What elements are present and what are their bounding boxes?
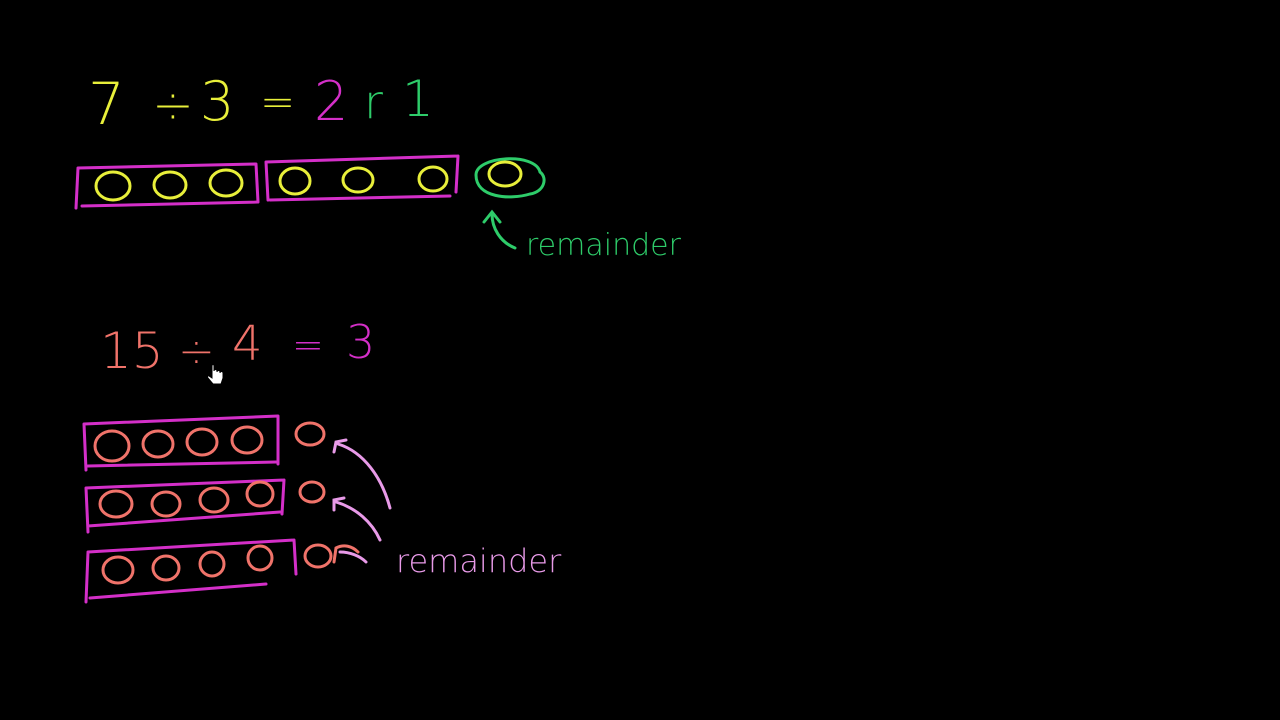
p2-group-3 xyxy=(84,538,298,604)
p1-dividend: 7 xyxy=(88,70,125,138)
p1-remainder-value: 1 xyxy=(402,70,434,128)
p2-arrow-2 xyxy=(334,500,382,542)
hand-pointer-icon xyxy=(207,364,224,385)
p2-leftover-dot-3 xyxy=(303,543,333,569)
p1-group-1-dots xyxy=(94,168,244,202)
p2-arrowhead-1 xyxy=(332,438,348,454)
p1-group-2 xyxy=(264,154,460,202)
p1-r: r xyxy=(364,75,383,129)
p1-equals: = xyxy=(260,77,295,126)
p1-divisor: 3 xyxy=(200,70,234,133)
p2-divisor: 4 xyxy=(232,316,263,372)
equation-7-div-3: 7 ÷ 3 = 2 r 1 xyxy=(88,70,434,138)
p1-remainder-arrow xyxy=(482,209,517,250)
p2-quotient: 3 xyxy=(346,315,375,369)
p2-arrowhead-2 xyxy=(332,496,346,512)
p1-remainder-label: remainder xyxy=(526,228,682,263)
p2-leftover-dot-1 xyxy=(294,421,326,447)
equation-15-div-4: 15 ÷ 4 = 3 xyxy=(100,315,375,380)
p1-operator: ÷ xyxy=(152,76,194,134)
p2-arrow-3 xyxy=(338,550,368,564)
p2-operator: ÷ xyxy=(178,326,215,377)
p1-group-2-dots xyxy=(278,165,449,196)
p2-dividend: 15 xyxy=(100,322,164,380)
p2-remainder-arrows xyxy=(332,438,392,564)
p2-equals: = xyxy=(292,323,324,367)
p2-leftover-r-mark xyxy=(332,544,360,564)
p1-remainder-circle xyxy=(474,157,546,199)
p2-group-2-dots xyxy=(98,480,275,519)
p2-group-1-dots xyxy=(93,425,264,463)
p2-leftover-dot-2 xyxy=(298,480,326,504)
p2-remainder-label: remainder xyxy=(396,542,562,580)
p1-quotient: 2 xyxy=(314,70,348,133)
p1-group-1 xyxy=(74,162,260,210)
p2-group-2 xyxy=(84,478,286,534)
p2-group-1 xyxy=(82,414,280,472)
p2-arrow-1 xyxy=(336,442,392,510)
p2-group-3-dots xyxy=(101,544,274,585)
